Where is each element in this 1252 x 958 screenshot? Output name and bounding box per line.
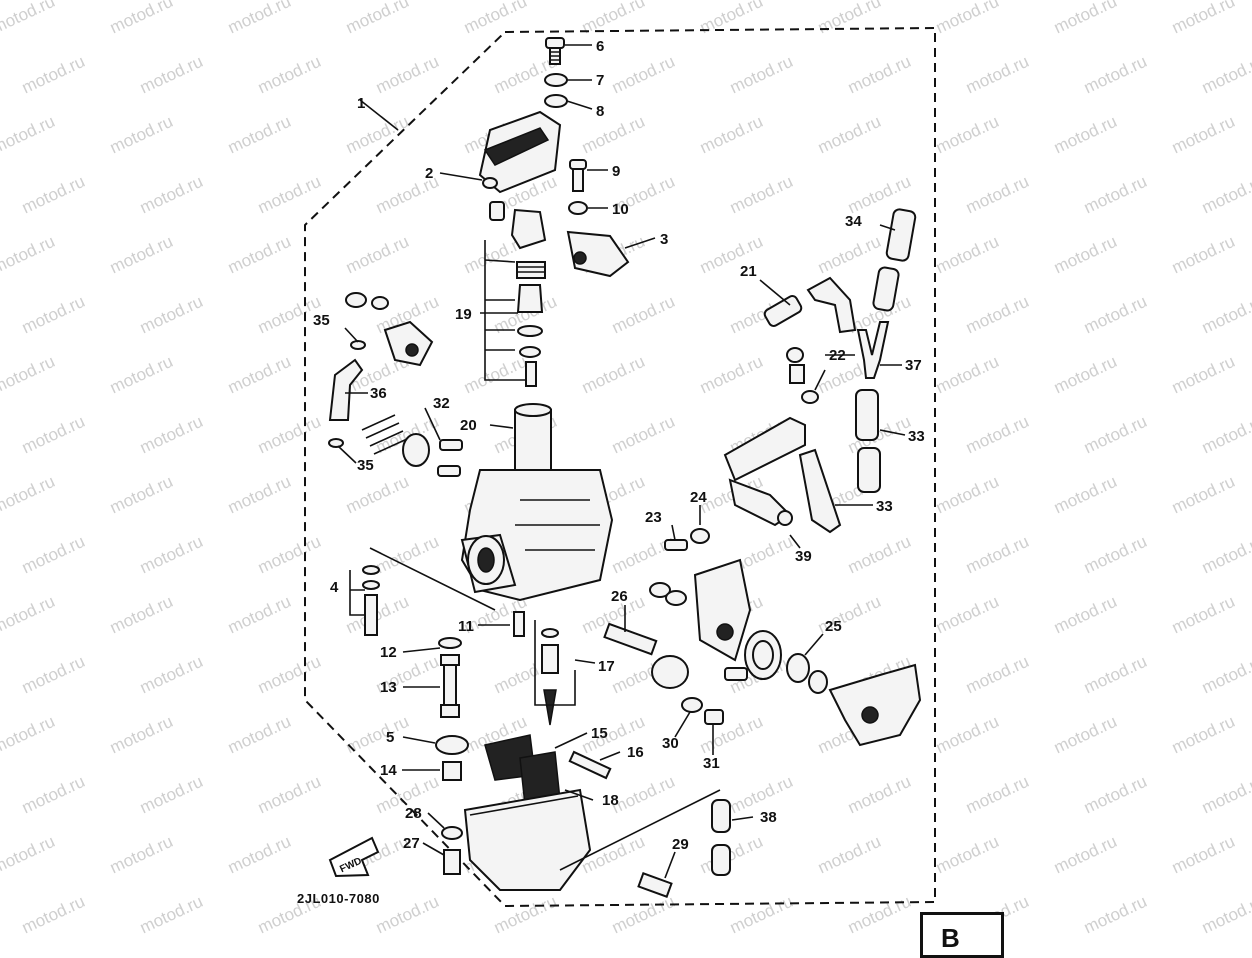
part-cap-2 [478,110,562,194]
part-needle-assembly-19 [516,261,546,387]
callout-32: 32 [433,395,450,412]
part-washer-8 [544,94,568,108]
callout-18: 18 [602,792,619,809]
callout-16: 16 [627,744,644,761]
part-screw-23 [664,539,688,551]
part-hose-38 [711,799,731,876]
part-float-pin-16 [568,750,612,780]
part-lever-plate [693,558,752,662]
part-throttle-lever [828,663,922,747]
part-spring-25 [744,630,828,694]
callout-10: 10 [612,201,629,218]
part-screw-9 [569,159,587,192]
callout-29: 29 [672,836,689,853]
part-y-joint-37 [856,321,890,379]
callout-28: 28 [405,805,422,822]
callout-13: 13 [380,679,397,696]
callout-20: 20 [460,417,477,434]
part-screw-lever [724,667,748,681]
group-line-17 [534,620,596,706]
part-drain-screw-29 [637,872,673,898]
callout-2: 2 [425,165,433,182]
part-cable-holder-3 [489,201,630,278]
part-screw-22 [786,347,819,404]
part-hose-34 [872,208,917,312]
part-washer-5 [435,735,469,755]
callout-21: 21 [740,263,757,280]
part-washer-10 [568,201,588,215]
callout-17: 17 [598,658,615,675]
group-line-4 [349,547,496,616]
callout-35-top: 35 [313,312,330,329]
part-screw-31 [704,709,724,725]
part-spring-32 [361,414,463,477]
part-float-chamber-18 [463,788,592,891]
part-hose-36 [328,358,364,421]
part-washer-mid [665,590,687,606]
callout-39: 39 [795,548,812,565]
part-washer-left [649,582,671,598]
part-carburetor-body-1 [460,469,614,602]
part-choke-plate [345,292,434,367]
part-throttle-slide-20 [514,403,552,471]
part-washer-7 [544,73,568,87]
part-jet-11 [513,611,525,637]
part-washer-24 [690,528,710,544]
leader-lines [337,44,906,879]
callout-35-bottom: 35 [357,457,374,474]
part-plug-27 [443,849,461,875]
part-throttle-stop-26 [603,622,689,689]
callout-33-upper: 33 [908,428,925,445]
callout-9: 9 [612,163,620,180]
part-fitting-39 [728,478,793,527]
fwd-arrow-icon [328,836,380,878]
callout-15: 15 [591,725,608,742]
callout-31: 31 [703,755,720,772]
callout-38: 38 [760,809,777,826]
part-main-jet-14 [442,761,462,781]
callout-12: 12 [380,644,397,661]
callout-labels: 6 7 8 2 9 10 3 1 19 20 35 36 32 35 21 22… [313,38,925,853]
callout-7: 7 [596,72,604,89]
part-o-ring-12 [438,637,462,649]
callout-5: 5 [386,729,394,746]
callout-22: 22 [829,347,846,364]
part-fitting-21 [763,295,803,327]
callout-6: 6 [596,38,604,55]
callout-14: 14 [380,762,397,779]
part-needle-jet-13 [440,654,460,718]
part-needle-valve-17 [541,628,559,726]
callout-25: 25 [825,618,842,635]
callout-3: 3 [660,231,668,248]
part-hose-large [723,416,842,534]
callout-11: 11 [458,618,474,635]
part-hose-elbow [806,276,857,334]
callout-4: 4 [330,579,339,596]
part-hose-33-lower [857,447,881,493]
assembly-boundary [304,26,936,908]
callout-1: 1 [357,95,365,112]
corner-mark-box: B [920,912,1004,958]
part-pilot-jet-4 [362,565,380,636]
callout-24: 24 [690,489,707,506]
callout-19: 19 [455,306,472,323]
callout-36: 36 [370,385,387,402]
callout-26: 26 [611,588,628,605]
part-float-15 [484,734,561,806]
callout-30: 30 [662,735,679,752]
part-screw-6 [545,37,565,65]
callout-34: 34 [845,213,862,230]
callout-23: 23 [645,509,662,526]
callout-8: 8 [596,103,604,120]
callout-37: 37 [905,357,922,374]
callout-27: 27 [403,835,420,852]
part-hose-33-upper [855,389,879,441]
callout-33-lower: 33 [876,498,893,515]
group-line-19 [484,240,525,381]
part-washer-28 [441,826,463,840]
drawing-code: 2JL010-7080 [297,891,380,906]
part-washer-30 [681,697,703,713]
